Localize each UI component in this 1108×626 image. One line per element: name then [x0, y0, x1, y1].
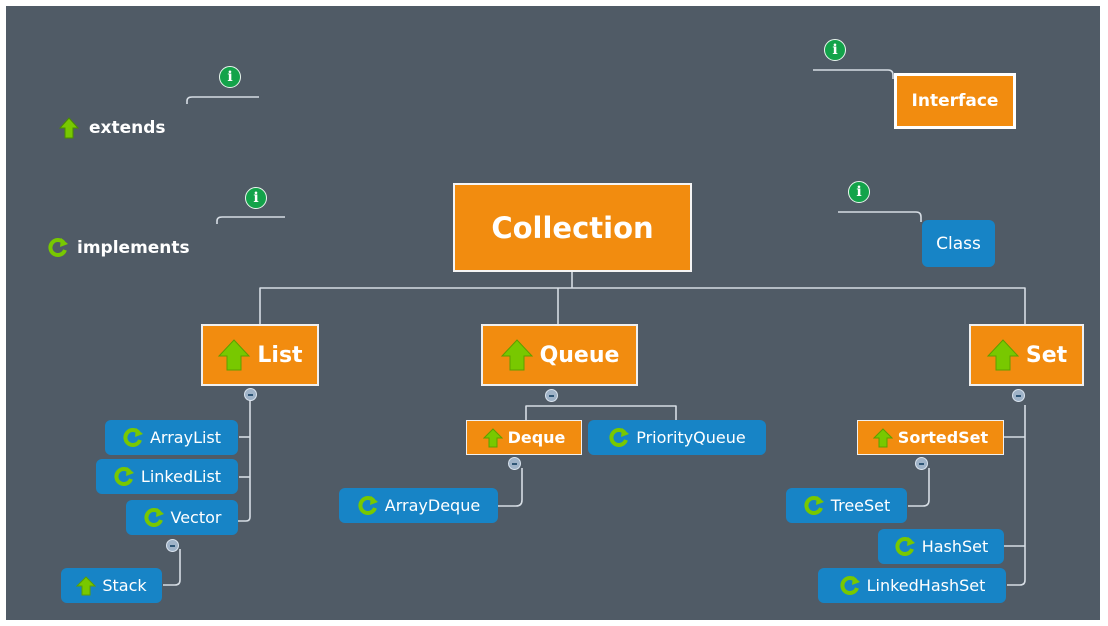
extends-arrow-icon: [58, 117, 80, 143]
extends-arrow-icon: [482, 427, 503, 448]
list-label: List: [257, 342, 303, 368]
implements-circular-arrow-icon: [608, 427, 630, 449]
collapse-minus-icon[interactable]: [915, 457, 928, 470]
list-node[interactable]: List: [201, 324, 319, 386]
implements-circular-arrow-icon: [803, 495, 825, 517]
linkedhashset-node[interactable]: LinkedHashSet: [818, 568, 1006, 603]
stack-label: Stack: [102, 576, 147, 595]
implements-circular-arrow-icon: [143, 507, 165, 529]
collapse-minus-icon[interactable]: [545, 389, 558, 402]
extends-arrow-icon: [217, 338, 251, 372]
info-icon[interactable]: i: [219, 66, 241, 88]
implements-circular-arrow-icon: [357, 495, 379, 517]
info-icon[interactable]: i: [824, 39, 846, 61]
info-icon[interactable]: i: [245, 187, 267, 209]
extends-arrow-icon: [986, 338, 1020, 372]
stack-node[interactable]: Stack: [61, 568, 162, 603]
priorityqueue-label: PriorityQueue: [636, 428, 746, 447]
collection-node[interactable]: Collection: [453, 183, 692, 272]
arraylist-node[interactable]: ArrayList: [105, 420, 238, 455]
legend-class-label: Class: [936, 233, 981, 254]
priorityqueue-node[interactable]: PriorityQueue: [588, 420, 766, 455]
legend-class-node[interactable]: Class: [922, 220, 995, 267]
implements-circular-arrow-icon: [839, 575, 861, 597]
queue-node[interactable]: Queue: [481, 324, 638, 386]
extends-arrow-icon: [872, 427, 893, 448]
extends-arrow-icon: [500, 338, 534, 372]
arraylist-label: ArrayList: [149, 428, 222, 447]
implements-circular-arrow-icon: [122, 427, 144, 449]
sortedset-label: SortedSet: [897, 428, 989, 447]
extends-arrow-icon: [76, 575, 97, 596]
deque-node[interactable]: Deque: [466, 420, 582, 455]
hashset-node[interactable]: HashSet: [878, 529, 1004, 564]
sortedset-node[interactable]: SortedSet: [857, 420, 1004, 455]
collapse-minus-icon[interactable]: [166, 539, 179, 552]
vector-label: Vector: [170, 508, 222, 527]
hashset-label: HashSet: [921, 537, 989, 556]
linkedhashset-label: LinkedHashSet: [866, 576, 986, 595]
legend-interface-label: Interface: [911, 91, 999, 111]
treeset-node[interactable]: TreeSet: [786, 488, 907, 523]
arraydeque-node[interactable]: ArrayDeque: [339, 488, 498, 523]
collapse-minus-icon[interactable]: [244, 388, 257, 401]
info-icon[interactable]: i: [848, 181, 870, 203]
vector-node[interactable]: Vector: [126, 500, 238, 535]
treeset-label: TreeSet: [830, 496, 891, 515]
set-label: Set: [1025, 342, 1068, 368]
linkedlist-node[interactable]: LinkedList: [96, 459, 238, 494]
collapse-minus-icon[interactable]: [1012, 389, 1025, 402]
legend-interface-node[interactable]: Interface: [894, 73, 1016, 129]
arraydeque-label: ArrayDeque: [384, 496, 481, 515]
collection-label: Collection: [491, 210, 654, 245]
collapse-minus-icon[interactable]: [508, 457, 521, 470]
implements-circular-arrow-icon: [113, 466, 135, 488]
queue-label: Queue: [539, 342, 620, 368]
implements-circular-arrow-icon: [894, 536, 916, 558]
legend-extends-label: extends: [89, 118, 166, 138]
implements-circular-arrow-icon: [47, 237, 69, 263]
deque-label: Deque: [507, 428, 566, 447]
linkedlist-label: LinkedList: [140, 467, 222, 486]
legend-implements-label: implements: [77, 238, 190, 258]
set-node[interactable]: Set: [969, 324, 1084, 386]
